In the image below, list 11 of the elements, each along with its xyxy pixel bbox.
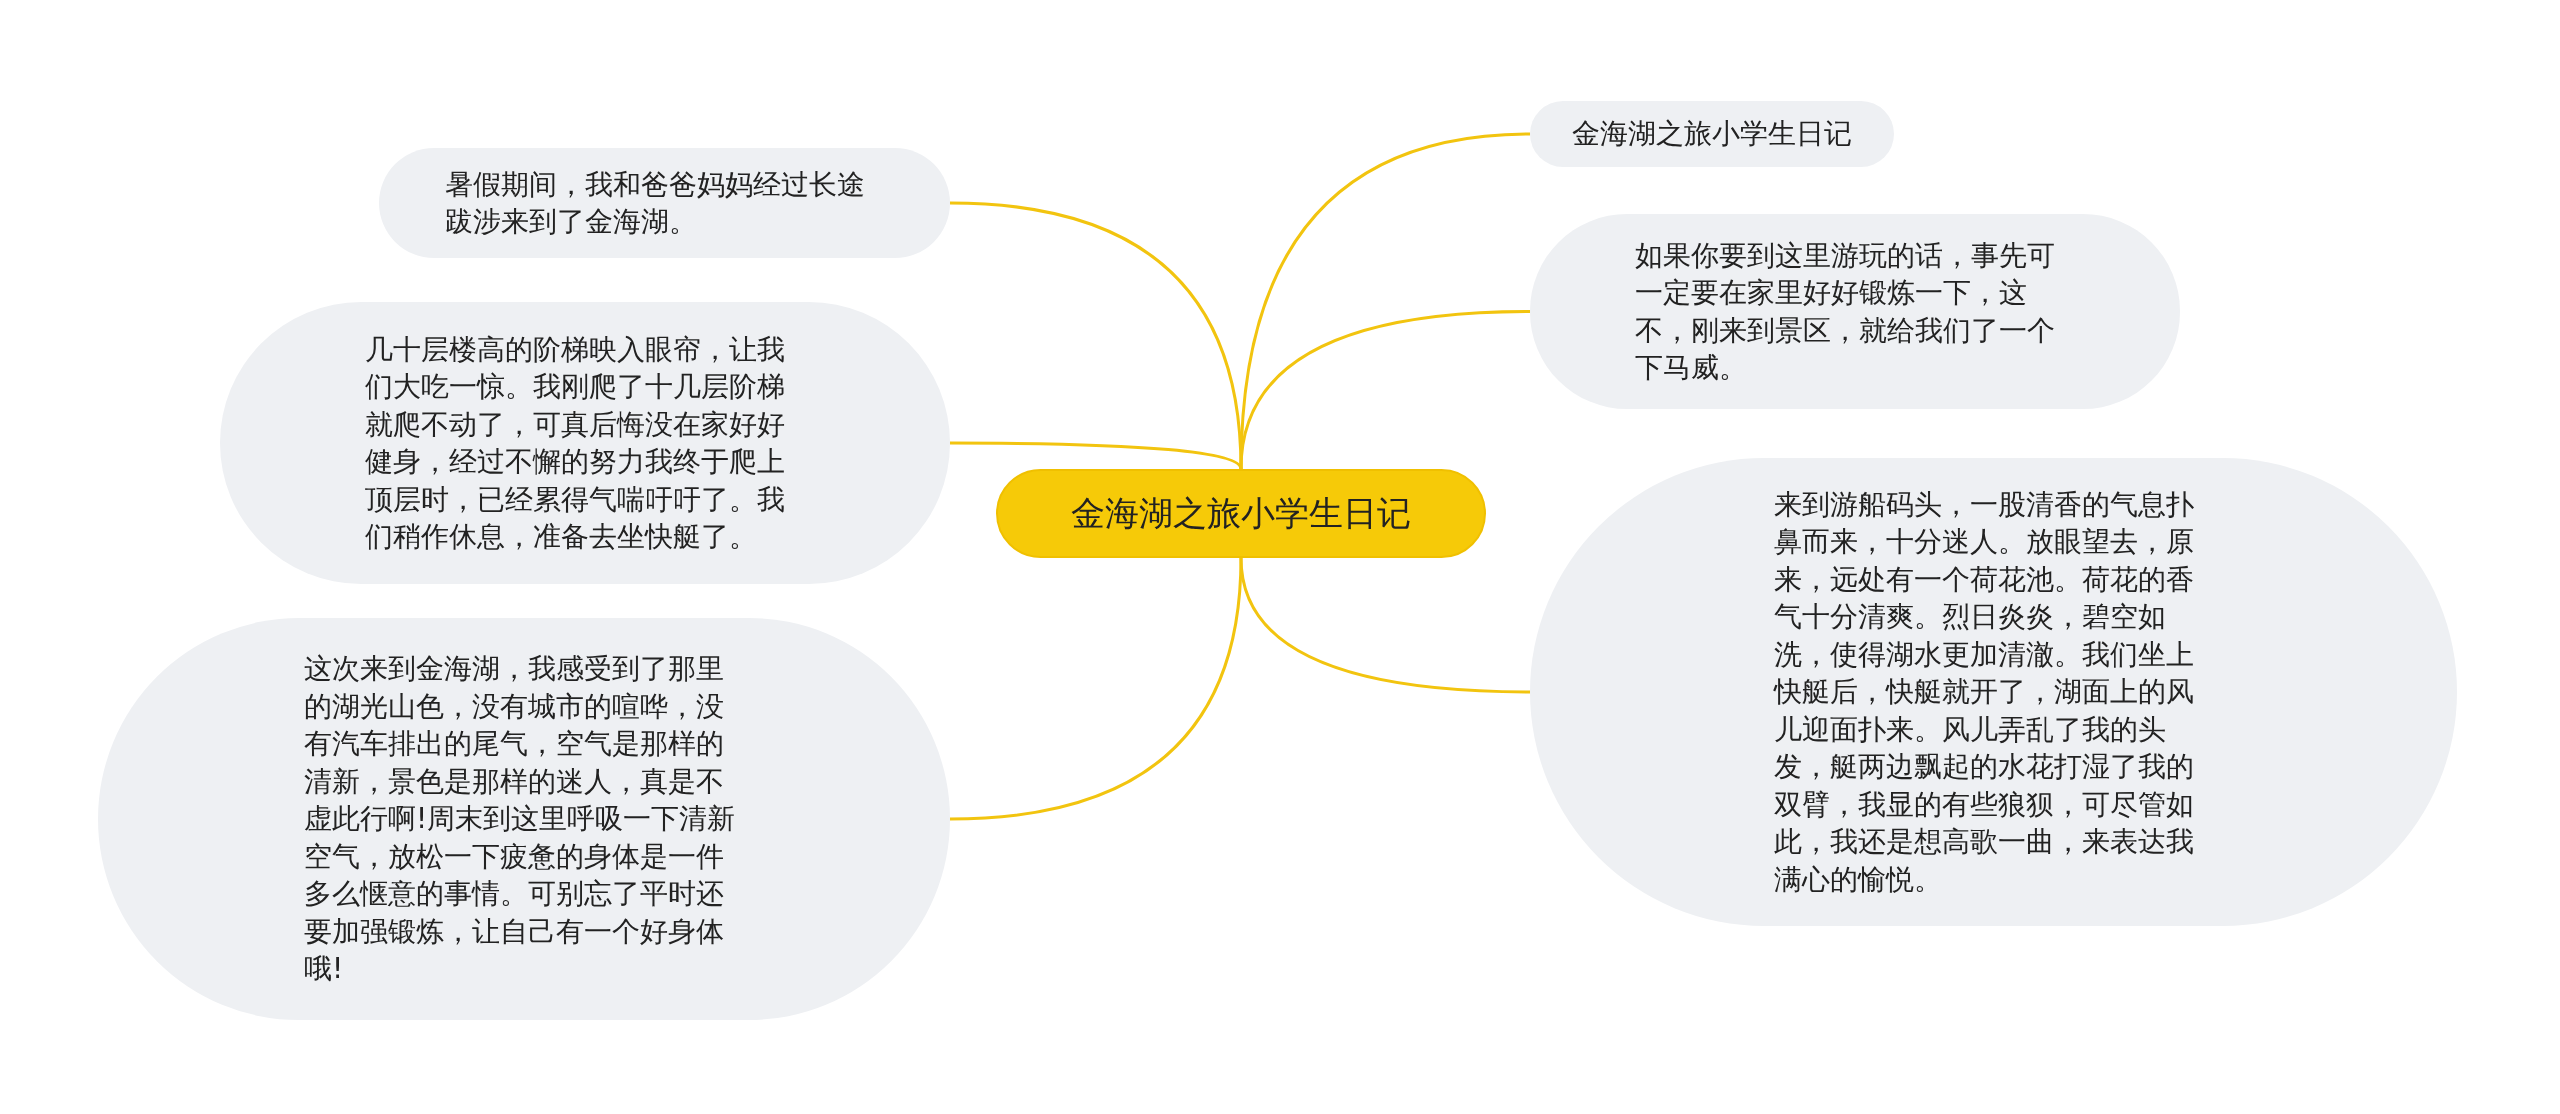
connector-line [1239,310,1531,470]
topic-text: 金海湖之旅小学生日记 [1572,116,1852,153]
topic-text: 暑假期间，我和爸爸妈妈经过长途跋涉来到了金海湖。 [444,166,866,240]
connector-line [1239,557,1531,694]
topic-text: 几十层楼高的阶梯映入眼帘，让我们大吃一惊。我刚爬了十几层阶梯就爬不动了，可真后悔没在家好好健身，经过不懈的努力我终于爬上顶层时，已经累得气喘吁吁了。我们稍作休息，准备去坐快艇了。 [365,331,786,555]
connector-line [950,441,1243,470]
topic-text: 来到游船码头，一股清香的气息扑鼻而来，十分迷人。放眼望去，原来，远处有一个荷花池。荷花的香气十分清爽。烈日炎炎，碧空如洗，使得湖水更加清澈。我们坐上快艇后，快艇就开了，湖面上的风儿迎面扑来。风儿弄乱了我的头发，艇两边飘起的水花打湿了我的双臂，我显的有些狼狈，可尽管如此，我还是想高歌一曲，来表达我满心的愉悦。 [1773,486,2195,898]
topic-text: 如果你要到这里游玩的话，事先可一定要在家里好好锻炼一下，这不，刚来到景区，就给我们了一个下马威。 [1635,237,2056,386]
topic-text: 这次来到金海湖，我感受到了那里的湖光山色，没有城市的喧哗，没有汽车排出的尾气，空气是那样的清新，景色是那样的迷人，真是不虚此行啊!周末到这里呼吸一下清新空气，放松一下疲惫的身体是一件多么惬意的事情。可别忘了平时还要加强锻炼，让自己有一个好身体哦! [304,651,737,988]
topic-text: 金海湖之旅小学生日记 [1071,494,1411,533]
connector-line [949,557,1243,821]
